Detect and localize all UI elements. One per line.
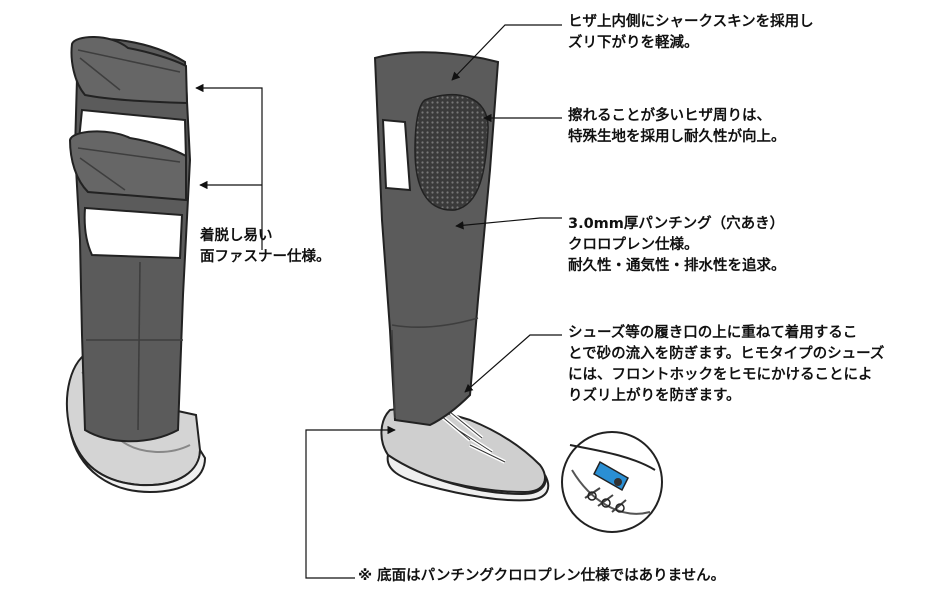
callout-shoe-hook: シューズ等の履き口の上に重ねて着用するこ とで砂の流入を防ぎます。ヒモタイプのシ… bbox=[568, 323, 884, 407]
left-lining-lower bbox=[83, 206, 184, 260]
callout-sharkskin-line-2: ズリ下がりを軽減。 bbox=[568, 35, 699, 51]
callout-neoprene: 3.0mm厚パンチング（穴あき） クロロプレン仕様。 耐久性・通気性・排水性を追… bbox=[568, 214, 786, 277]
callout-zipper-line-1: 着脱し易い bbox=[200, 228, 273, 244]
callout-knee-line-2: 特殊生地を採用し耐久性が向上。 bbox=[568, 129, 786, 145]
left-mid-strap bbox=[68, 130, 187, 202]
callout-knee: 擦れることが多いヒザ周りは、 特殊生地を採用し耐久性が向上。 bbox=[568, 106, 786, 148]
right-leg-view bbox=[373, 51, 550, 502]
callout-zipper-line-2: 面ファスナー仕様。 bbox=[200, 249, 331, 265]
callout-neoprene-line-2: クロロプレン仕様。 bbox=[568, 237, 699, 253]
callout-footnote-line-1: ※ 底面はパンチングクロロプレン仕様ではありません。 bbox=[358, 568, 726, 584]
callout-sharkskin-line-1: ヒザ上内側にシャークスキンを採用し bbox=[568, 14, 814, 30]
callout-shoe-hook-line-3: には、フロントホックをヒモにかけることによ bbox=[568, 367, 873, 383]
callout-shoe-hook-line-2: とで砂の流入を防ぎます。ヒモタイプのシューズ bbox=[568, 346, 885, 362]
callout-neoprene-line-1: 3.0mm厚パンチング（穴あき） bbox=[568, 216, 785, 232]
left-top-strap bbox=[70, 36, 189, 105]
left-shoe-sole bbox=[69, 429, 207, 494]
leader-lines bbox=[195, 24, 562, 579]
callout-knee-line-1: 擦れることが多いヒザ周りは、 bbox=[568, 108, 771, 124]
knee-patch bbox=[414, 93, 489, 211]
callout-neoprene-line-3: 耐久性・通気性・排水性を追求。 bbox=[568, 258, 786, 274]
callout-shoe-hook-line-1: シューズ等の履き口の上に重ねて着用するこ bbox=[568, 325, 858, 341]
callout-zipper: 着脱し易い 面ファスナー仕様。 bbox=[200, 226, 331, 268]
left-leg-view bbox=[66, 36, 207, 494]
hook-inset bbox=[561, 431, 663, 533]
right-lining bbox=[381, 118, 412, 192]
right-shoe bbox=[380, 403, 546, 494]
right-shoe-sole bbox=[386, 453, 550, 502]
callout-footnote: ※ 底面はパンチングクロロプレン仕様ではありません。 bbox=[358, 566, 725, 587]
callout-shoe-hook-line-4: りズリ上がりを防ぎます。 bbox=[568, 388, 741, 404]
callout-sharkskin: ヒザ上内側にシャークスキンを採用し ズリ下がりを軽減。 bbox=[568, 12, 814, 54]
